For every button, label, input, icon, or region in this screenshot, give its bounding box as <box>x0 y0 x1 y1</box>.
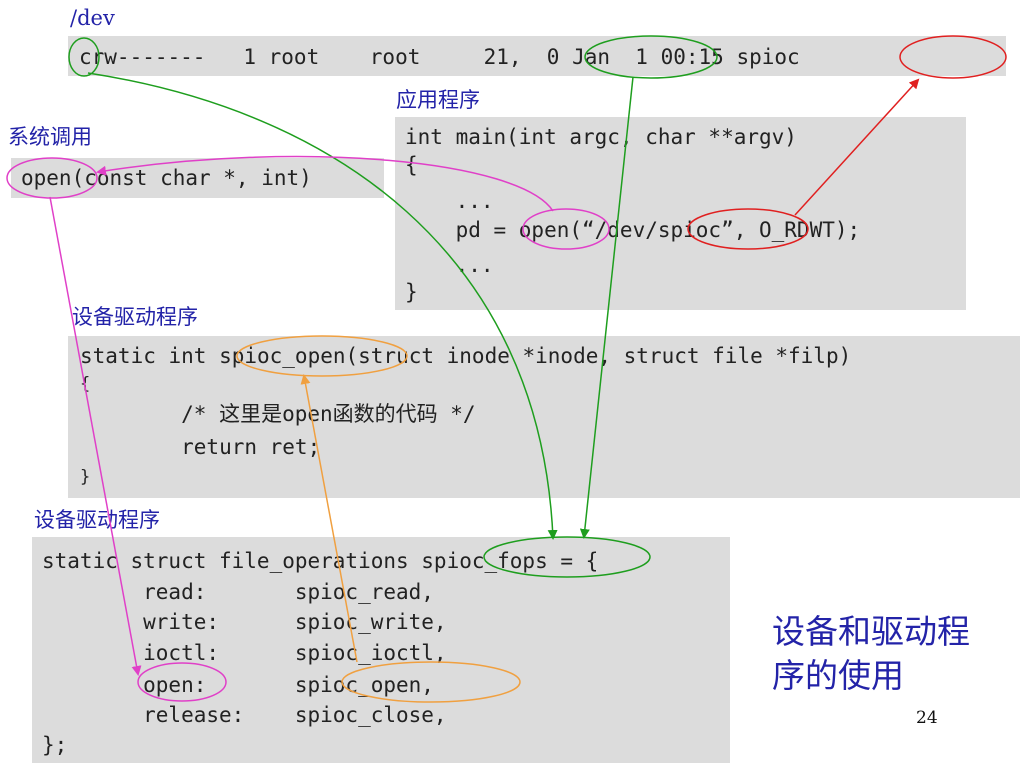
fops-line-5: open: spioc_open, <box>42 673 434 697</box>
driver-open-box: static int spioc_open(struct inode *inod… <box>68 336 1020 498</box>
fops-line-2: read: spioc_read, <box>42 580 434 604</box>
driver-open-line-5: } <box>80 467 91 487</box>
app-code-box: int main(int argc, char **argv) { ... pd… <box>395 117 966 310</box>
app-code-line-3: ... <box>405 189 494 213</box>
syscall-box: open(const char *, int) <box>11 158 384 198</box>
fops-line-1: static struct file_operations spioc_fops… <box>42 549 599 573</box>
page-number: 24 <box>916 708 938 728</box>
fops-box: static struct file_operations spioc_fops… <box>32 537 730 763</box>
syscall-code-line: open(const char *, int) <box>21 166 312 190</box>
syscall-label: 系统调用 <box>8 125 92 149</box>
driver-open-line-3: /* 这里是open函数的代码 */ <box>80 402 476 426</box>
app-code-line-4: pd = open(“/dev/spioc”, O_RDWT); <box>405 218 861 242</box>
fops-line-7: }; <box>42 733 68 757</box>
app-code-line-6: } <box>405 280 418 304</box>
app-code-line-1: int main(int argc, char **argv) <box>405 125 797 149</box>
driver-open-line-2: { <box>80 374 91 394</box>
driver-open-line-4: return ret; <box>80 435 321 459</box>
fops-line-4: ioctl: spioc_ioctl, <box>42 641 447 665</box>
fops-line-3: write: spioc_write, <box>42 610 447 634</box>
caption-line-2: 序的使用 <box>772 656 904 695</box>
app-code-line-2: { <box>405 153 418 177</box>
app-label: 应用程序 <box>396 88 480 112</box>
driver-label-2: 设备驱动程序 <box>34 508 160 532</box>
dev-path-label: /dev <box>70 6 115 30</box>
dev-listing-line: crw------- 1 root root 21, 0 Jan 1 00:15… <box>79 45 800 69</box>
app-code-line-5: ... <box>405 253 494 277</box>
caption-line-1: 设备和驱动程 <box>772 612 970 651</box>
driver-label-1: 设备驱动程序 <box>72 305 198 329</box>
dev-listing-box: crw------- 1 root root 21, 0 Jan 1 00:15… <box>68 36 1006 76</box>
driver-open-line-1: static int spioc_open(struct inode *inod… <box>80 344 852 368</box>
fops-line-6: release: spioc_close, <box>42 703 447 727</box>
